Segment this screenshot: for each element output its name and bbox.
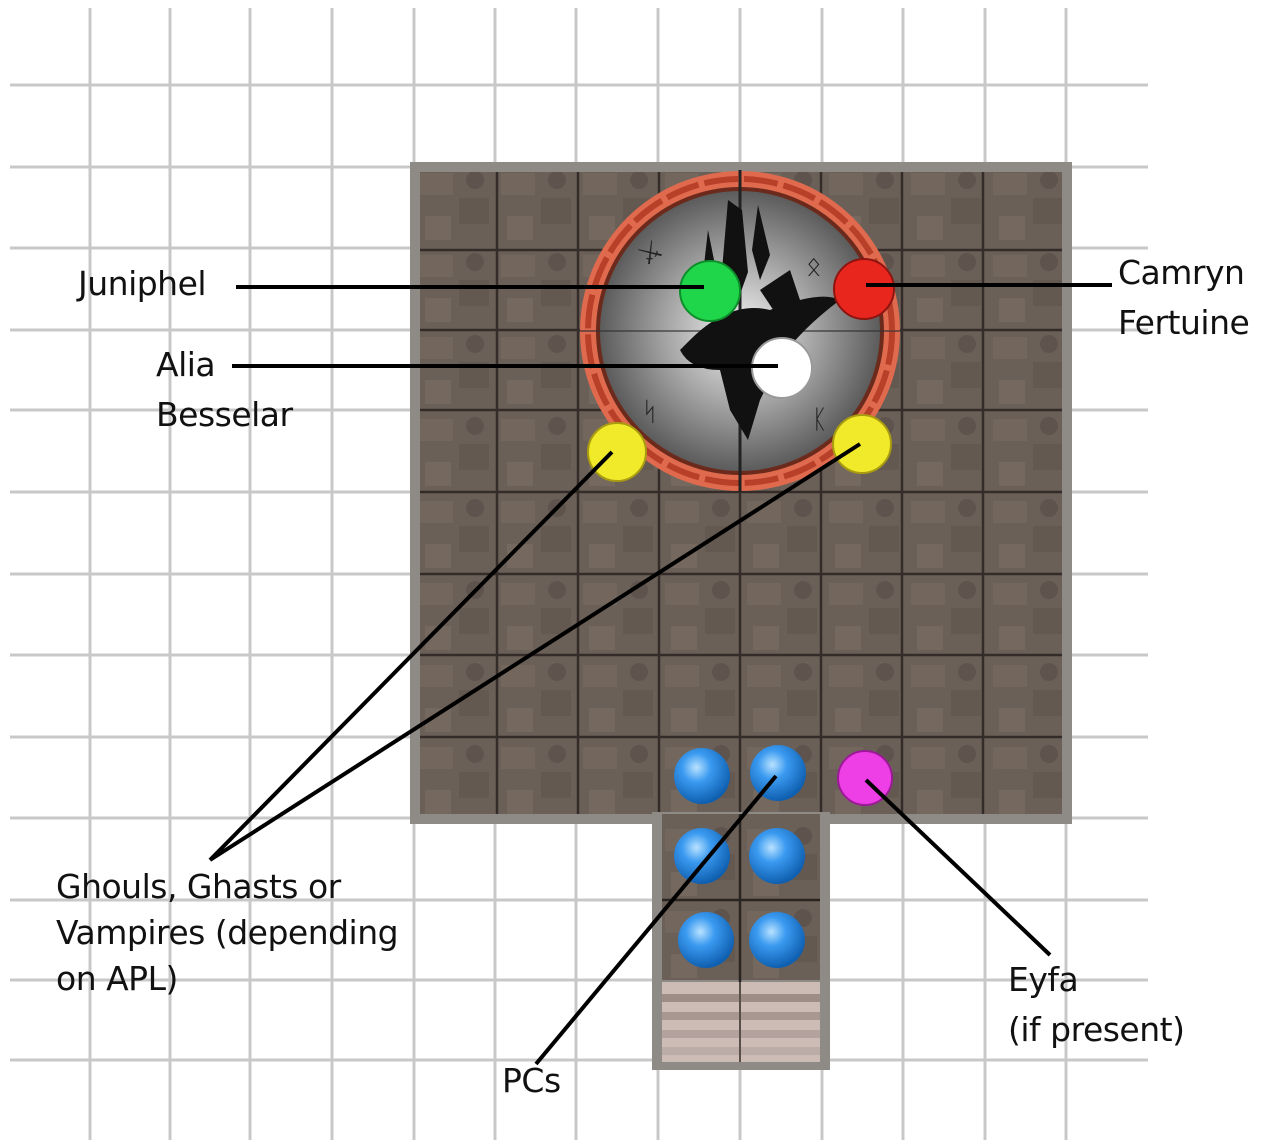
undead-token-right (832, 414, 892, 474)
svg-text:ᛟ: ᛟ (806, 252, 822, 282)
leader-lines (208, 283, 1112, 1066)
pc-token (750, 745, 806, 801)
pcs-leader (534, 774, 778, 1066)
pc-token (674, 828, 730, 884)
label-pcs: PCs (502, 1061, 561, 1100)
label-camryn-fertuine: Camryn Fertuine (1118, 253, 1250, 342)
ghouls-leader-left (208, 450, 614, 862)
svg-text:ᛋ: ᛋ (642, 397, 658, 427)
pc-token (749, 912, 805, 968)
label-eyfa: Eyfa (if present) (1008, 960, 1185, 1049)
eyfa-leader (864, 778, 1052, 957)
label-ghouls: Ghouls, Ghasts or Vampires (depending on… (56, 867, 399, 998)
pc-token (749, 828, 805, 884)
camryn-fertuine-token (833, 258, 895, 320)
ghouls-leader-right (208, 442, 862, 862)
stairs (662, 982, 820, 1062)
undead-token-left (587, 422, 647, 482)
label-alia-besselar: Alia Besselar (156, 345, 293, 434)
summoning-circle: ⚔ ᛟ ᛋ ᛕ (580, 170, 900, 492)
svg-text:ᛕ: ᛕ (812, 405, 828, 435)
juniphel-token (679, 260, 741, 322)
pc-token (678, 912, 734, 968)
label-juniphel: Juniphel (78, 264, 207, 303)
tokens (587, 258, 895, 968)
pc-token (674, 748, 730, 804)
